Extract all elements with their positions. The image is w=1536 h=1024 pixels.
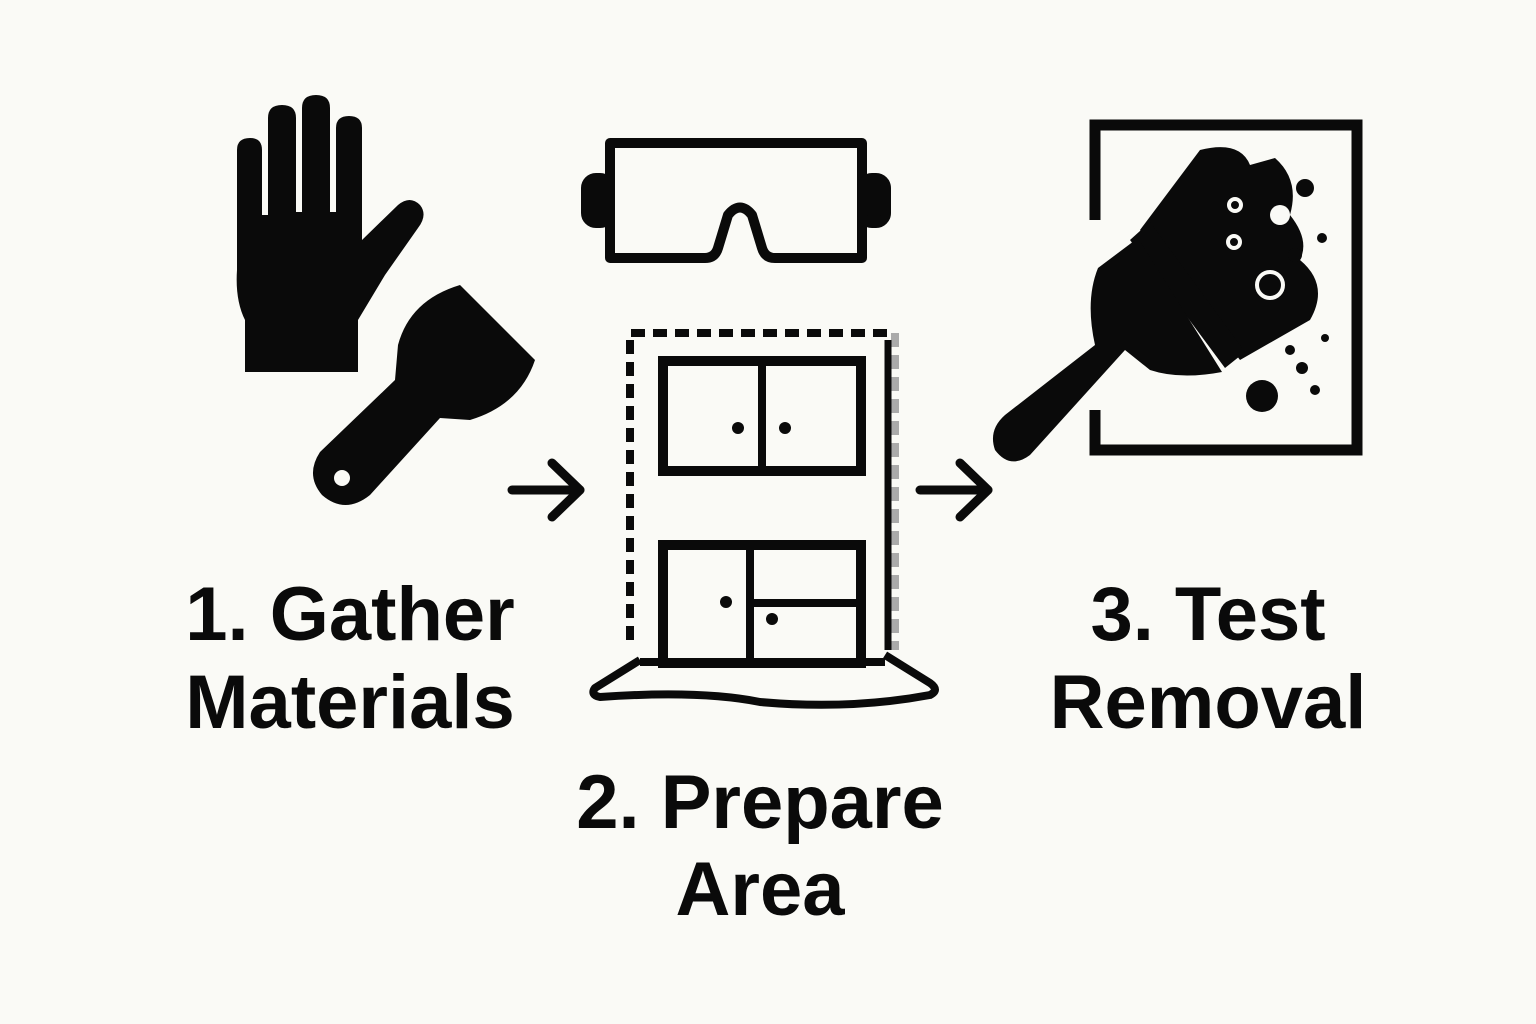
- svg-text:3. Test: 3. Test: [1090, 572, 1325, 657]
- safety-goggles-icon: [581, 138, 891, 263]
- arrow-right-icon: [507, 458, 585, 522]
- step-3-label: 3. Test Removal: [1050, 572, 1367, 745]
- test-panel-icon: [1089, 119, 1363, 456]
- svg-text:2. Prepare: 2. Prepare: [576, 760, 944, 845]
- paint-brush-icon: [992, 147, 1329, 462]
- arrow-right-icon: [915, 458, 993, 522]
- svg-text:Removal: Removal: [1050, 660, 1367, 745]
- svg-text:Area: Area: [676, 847, 846, 932]
- putty-knife-icon: [312, 285, 535, 505]
- svg-text:1. Gather: 1. Gather: [185, 572, 514, 657]
- step-1-label: 1. Gather Materials: [185, 572, 515, 745]
- glove-icon: [236, 95, 424, 372]
- drop-cloth-icon: [589, 651, 939, 709]
- svg-text:Materials: Materials: [185, 660, 515, 745]
- cabinet-icon: [626, 329, 899, 668]
- step-2-label: 2. Prepare Area: [576, 760, 944, 932]
